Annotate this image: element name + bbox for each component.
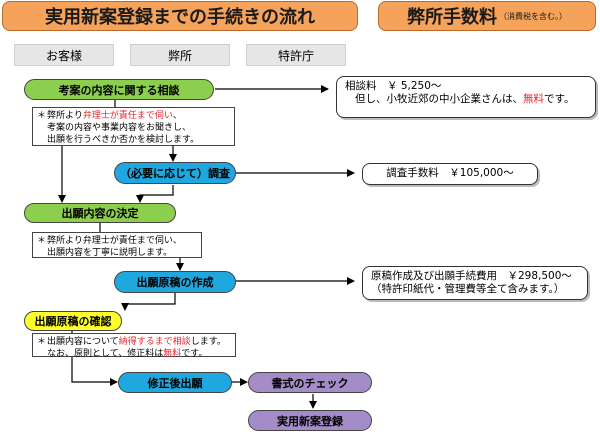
- fee-title-note: （消費税を含む。）: [499, 11, 567, 21]
- step-decide: 出願内容の決定: [24, 203, 176, 223]
- fee-title-text: 弊所手数料: [407, 7, 497, 28]
- step-draft: 出願原稿の作成: [114, 271, 236, 293]
- column-patent-office: 特許庁: [246, 44, 346, 66]
- note-star: ＊: [37, 236, 47, 246]
- step-consult: 考案の内容に関する相談: [24, 79, 214, 100]
- step-amend: 修正後出願: [118, 372, 232, 393]
- column-customer: お客様: [14, 44, 114, 66]
- step-format-check: 書式のチェック: [248, 372, 372, 393]
- fee-title: 弊所手数料 （消費税を含む。）: [378, 1, 596, 31]
- fee-survey: 調査手数料 ￥105,000～: [362, 163, 538, 185]
- note-confirm: ＊ 出願内容について納得するまで相談します。 なお、原則として、修正料は無料です…: [32, 333, 236, 359]
- fee-draft: 原稿作成及び出願手続費用 ￥298,500～ （特許印紙代・管理費等全て含みます…: [362, 266, 588, 300]
- step-confirm: 出願原稿の確認: [24, 311, 122, 331]
- column-office: 弊所: [130, 44, 230, 66]
- flow-title: 実用新案登録までの手続きの流れ: [2, 1, 358, 31]
- fee-line: 原稿作成及び出願手続費用 ￥298,500～: [371, 270, 572, 282]
- note-consult: ＊ 弊所より弁理士が責任まで伺い、 考案の内容や事業内容をお聞きし、 出願を行う…: [32, 107, 235, 146]
- note-line: なお、原則として、修正料は無料です。: [47, 349, 208, 359]
- fee-line: （特許印紙代・管理費等全て含みます。）: [371, 283, 565, 295]
- note-line: 弊所より弁理士が責任まで伺い、: [47, 111, 182, 121]
- fee-line: 相談料 ￥ 5,250～: [345, 80, 442, 92]
- step-register: 実用新案登録: [248, 410, 372, 431]
- note-line: 考案の内容や事業内容をお聞きし、: [47, 123, 192, 133]
- note-line: 出願を行うべきか否かを検討します。: [47, 135, 200, 145]
- fee-line: 但し、小牧近郊の中小企業さんは、無料です。: [355, 93, 575, 105]
- note-star: ＊: [37, 111, 47, 121]
- note-decide: ＊ 弊所より弁理士が責任まで伺い、 出願内容を丁寧に説明します。: [32, 232, 202, 258]
- note-line: 弊所より弁理士が責任まで伺い、: [47, 236, 182, 246]
- note-star: ＊: [37, 337, 47, 347]
- flow-title-text: 実用新案登録までの手続きの流れ: [45, 7, 315, 28]
- note-line: 出願内容について納得するまで相談します。: [47, 337, 226, 347]
- fee-consult: 相談料 ￥ 5,250～ 但し、小牧近郊の中小企業さんは、無料です。: [336, 76, 596, 118]
- step-survey: （必要に応じて）調査: [114, 162, 236, 184]
- note-line: 出願内容を丁寧に説明します。: [47, 248, 173, 258]
